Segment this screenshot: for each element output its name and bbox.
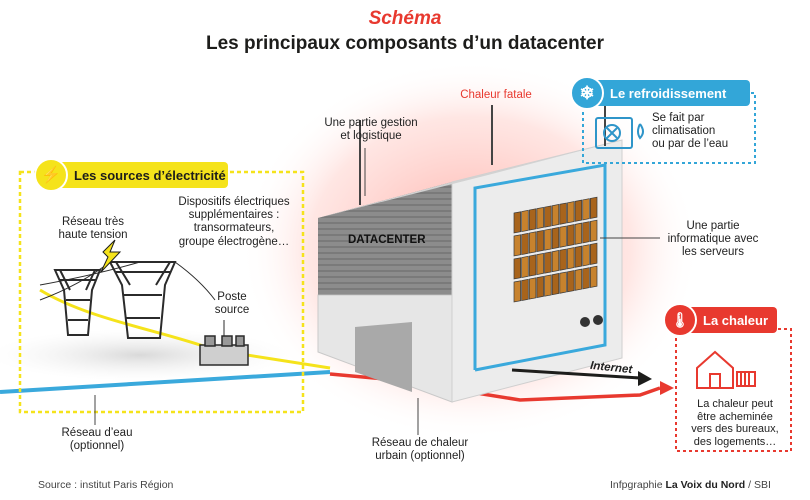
- cooling-badge: ❄ Le refroidissement: [570, 76, 750, 110]
- heat-badge: 🌡 La chaleur: [663, 303, 777, 337]
- server-rack: [551, 250, 560, 273]
- label-dispositifs: Dispositifs électriques supplémentaires …: [178, 196, 290, 248]
- electricity-badge: ⚡ Les sources d’électricité: [34, 158, 228, 192]
- internet-arrow-head: [638, 371, 652, 386]
- label-chaleur-fatale: Chaleur fatale: [460, 89, 532, 101]
- water-network-line: [0, 370, 331, 394]
- server-rack: [574, 245, 583, 268]
- server-rack: [551, 227, 560, 250]
- label-reseau-chaleur: Réseau de chaleur urbain (optionnel): [371, 437, 469, 463]
- credit-brand: La Voix du Nord: [665, 479, 746, 491]
- label-poste: Poste source: [214, 291, 250, 317]
- server-rack: [590, 196, 598, 219]
- snowflake-icon: ❄: [570, 76, 604, 110]
- server-rack: [574, 268, 583, 291]
- building-left-stripes: [318, 182, 452, 295]
- server-rack: [528, 277, 537, 300]
- heat-text: La chaleur peut être acheminée vers des …: [691, 398, 779, 448]
- server-rack: [521, 232, 529, 255]
- building-label: DATACENTER: [348, 234, 426, 246]
- server-rack: [528, 254, 537, 277]
- pylon-right: [108, 261, 177, 339]
- ac-unit-illustration: [595, 117, 644, 149]
- label-reseau-eau: Réseau d’eau (optionnel): [61, 427, 133, 453]
- heat-panel-frame: [675, 328, 792, 452]
- vent-1: [580, 317, 590, 327]
- server-rack: [521, 278, 529, 301]
- server-rack: [559, 271, 567, 294]
- label-informatique: Une partie informatique avec les serveur…: [667, 220, 759, 259]
- building-roof: [318, 140, 622, 218]
- cooling-title: Le refroidissement: [610, 85, 727, 101]
- server-rack: [574, 199, 583, 222]
- server-rack: [559, 225, 567, 248]
- source-credit: Source : institut Paris Région: [38, 479, 174, 491]
- lightning-icon: ⚡: [34, 158, 68, 192]
- server-rack: [582, 198, 590, 221]
- server-rack: [521, 209, 529, 232]
- server-rack: [513, 280, 521, 303]
- label-reseau-tension: Réseau très haute tension: [58, 216, 128, 242]
- server-rack: [582, 267, 590, 290]
- server-rack: [590, 265, 598, 288]
- heat-title: La chaleur: [703, 312, 769, 328]
- server-rack: [536, 252, 544, 276]
- thermometer-icon: 🌡: [663, 303, 697, 337]
- server-rack: [513, 257, 521, 280]
- page-title: Les principaux composants d’un datacente…: [205, 33, 605, 54]
- server-rack: [559, 202, 567, 225]
- cooling-pipe: [473, 163, 607, 372]
- server-racks: [513, 196, 598, 303]
- server-rack: [590, 219, 598, 242]
- heat-arrow-head: [660, 381, 674, 395]
- vent-2: [593, 315, 603, 325]
- lightning-bolt: [100, 239, 122, 273]
- server-rack: [567, 201, 575, 224]
- server-rack: [551, 204, 560, 227]
- server-rack: [544, 205, 552, 228]
- substation: [199, 335, 249, 366]
- server-rack: [582, 244, 590, 267]
- server-rack: [528, 208, 537, 231]
- infographic-credit: Infpgraphie La Voix du Nord / SBI: [610, 479, 771, 491]
- credit-prefix: Infpgraphie: [610, 479, 666, 491]
- server-rack: [567, 224, 575, 247]
- server-rack: [582, 221, 590, 244]
- server-rack: [536, 229, 544, 253]
- label-gestion: Une partie gestion et logistique: [324, 117, 418, 143]
- electricity-title: Les sources d’électricité: [74, 167, 226, 183]
- server-rack: [513, 211, 521, 234]
- internet-cable: [511, 368, 641, 380]
- house-illustration: [696, 350, 756, 389]
- server-rack: [536, 206, 544, 230]
- server-rack: [536, 275, 544, 299]
- server-rack: [574, 222, 583, 245]
- server-rack: [559, 248, 567, 271]
- server-rack: [513, 234, 521, 257]
- server-rack: [544, 274, 552, 297]
- server-rack: [551, 273, 560, 296]
- server-rack: [590, 242, 598, 265]
- server-rack: [521, 255, 529, 278]
- cooling-text: Se fait par climatisation ou par de l’ea…: [652, 112, 729, 151]
- server-rack: [544, 228, 552, 251]
- credit-suffix: / SBI: [745, 479, 771, 491]
- kicker: Schéma: [368, 8, 442, 29]
- server-rack: [567, 247, 575, 270]
- ground-area: [0, 329, 290, 381]
- server-rack: [528, 231, 537, 254]
- server-rack: [567, 270, 575, 293]
- server-rack: [544, 251, 552, 274]
- building-door: [355, 322, 412, 392]
